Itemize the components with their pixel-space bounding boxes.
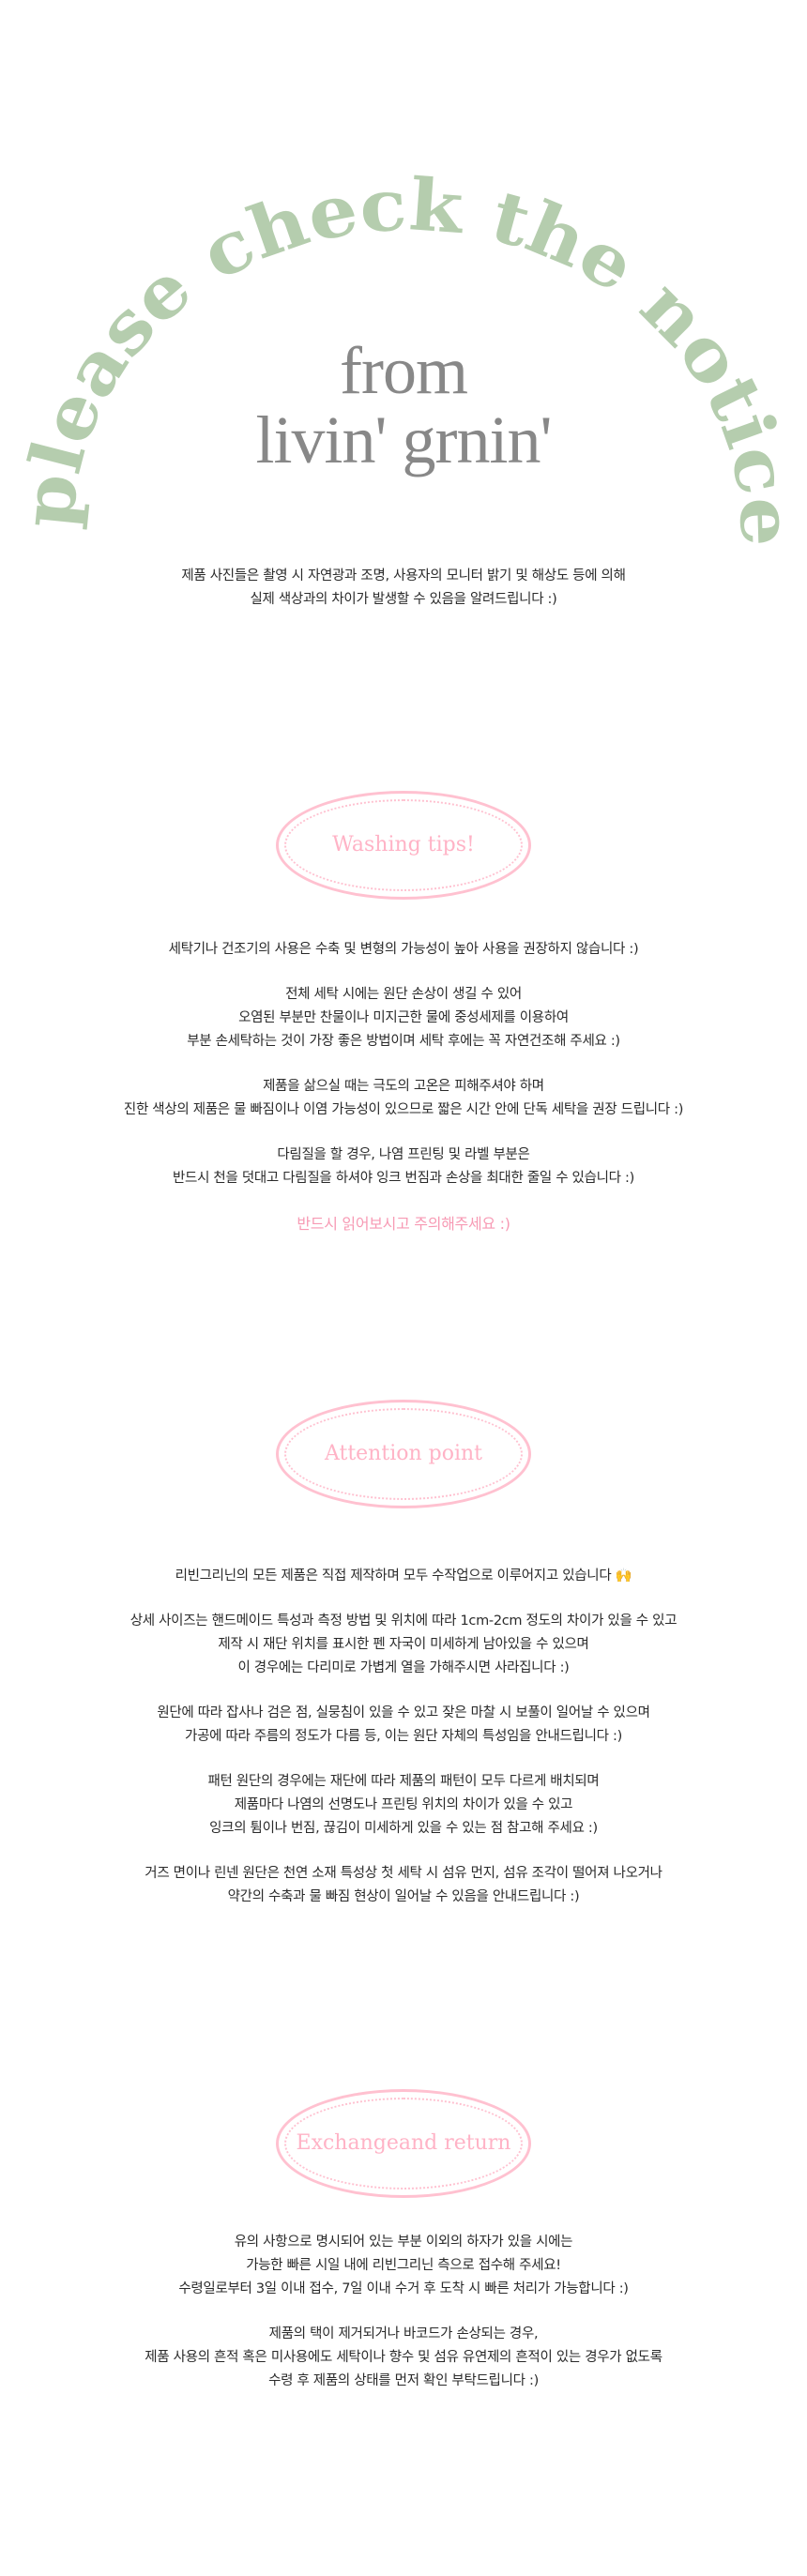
arc-title: please check the notice [6,162,807,547]
text-line: 패턴 원단의 경우에는 재단에 따라 제품의 패턴이 모두 다르게 배치되며 [207,1774,600,1789]
from-label: from [340,333,468,408]
text-line: 제품마다 나염의 선명도나 프린팅 위치의 차이가 있을 수 있고 [234,1797,573,1812]
exchange-section: 유의 사항으로 명시되어 있는 부분 이외의 하자가 있을 시에는 가능한 빠른… [0,2231,807,2393]
text-line: 상세 사이즈는 핸드메이드 특성과 측정 방법 및 위치에 따라 1cm-2cm… [129,1614,678,1629]
text-line: 세탁기나 건조기의 사용은 수축 및 변형의 가능성이 높아 사용을 권장하지 … [168,942,639,957]
text-line: 가공에 따라 주름의 정도가 다름 등, 이는 원단 자체의 특성임을 안내드립… [185,1729,622,1744]
text-line: 제품 사용의 흔적 혹은 미사용에도 세탁이나 향수 및 섬유 유연제의 흔적이… [145,2350,662,2365]
text-line: 부분 손세탁하는 것이 가장 좋은 방법이며 세탁 후에는 꼭 자연건조해 주세… [187,1034,620,1049]
text-line: 이 경우에는 다리미로 가볍게 열을 가해주시면 사라집니다 :) [237,1660,570,1675]
text-line: 오염된 부분만 찬물이나 미지근한 물에 중성세제를 이용하여 [238,1010,569,1025]
washing-section: 세탁기나 건조기의 사용은 수축 및 변형의 가능성이 높아 사용을 권장하지 … [0,938,807,1235]
text-line: 진한 색상의 제품은 물 빠짐이나 이염 가능성이 있으므로 짧은 시간 안에 … [123,1102,684,1117]
warning-text: 반드시 읽어보시고 주의해주세요 :) [297,1215,510,1233]
text-line: 수령 후 제품의 상태를 먼저 확인 부탁드립니다 :) [268,2373,539,2388]
attention-section: 리빈그리닌의 모든 제품은 직접 제작하며 모두 수작업으로 이루어지고 있습니… [0,1565,807,1909]
text-line: 거즈 면이나 린넨 원단은 천연 소재 특성상 첫 세탁 시 섬유 먼지, 섬유… [145,1866,662,1881]
brand-name: livin' grnin' [255,402,553,477]
text-line: 유의 사항으로 명시되어 있는 부분 이외의 하자가 있을 시에는 [234,2235,573,2250]
attention-point-badge: Attention point [276,1400,531,1508]
text-line: 원단에 따라 잡사나 검은 점, 실뭉침이 있을 수 있고 잦은 마찰 시 보풀… [157,1705,650,1720]
text-line: 제품의 택이 제거되거나 바코드가 손상되는 경우, [268,2326,539,2341]
text-line: 반드시 천을 덧대고 다림질을 하셔야 잉크 번짐과 손상을 최대한 줄일 수 … [173,1171,634,1186]
intro-line: 제품 사진들은 촬영 시 자연광과 조명, 사용자의 모니터 밝기 및 해상도 … [181,568,626,583]
badge-line: Exchange [296,2131,399,2155]
washing-tips-title: Washing tips! [332,833,475,856]
intro-line: 실제 색상과의 차이가 발생할 수 있음을 알려드립니다 :) [250,592,557,607]
text-line: 약간의 수축과 물 빠짐 현상이 일어날 수 있음을 안내드립니다 :) [227,1889,580,1904]
text-line: 전체 세탁 시에는 원단 손상이 생길 수 있어 [285,987,522,1002]
badge-line: and return [398,2131,511,2155]
text-line: 잉크의 튐이나 번짐, 끊김이 미세하게 있을 수 있는 점 참고해 주세요 :… [209,1821,598,1836]
text-line: 제작 시 재단 위치를 표시한 펜 자국이 미세하게 남아있을 수 있으며 [218,1637,589,1652]
intro-text: 제품 사진들은 촬영 시 자연광과 조명, 사용자의 모니터 밝기 및 해상도 … [0,565,807,612]
text-line: 수령일로부터 3일 이내 접수, 7일 이내 수거 후 도착 시 빠른 처리가 … [178,2281,629,2296]
washing-tips-badge: Washing tips! [276,791,531,900]
text-line: 다림질을 할 경우, 나염 프린팅 및 라벨 부분은 [277,1147,530,1162]
attention-point-title: Attention point [324,1442,483,1465]
text-line: 리빈그리닌의 모든 제품은 직접 제작하며 모두 수작업으로 이루어지고 있습니… [175,1568,632,1583]
text-line: 제품을 삶으실 때는 극도의 고온은 피해주셔야 하며 [263,1079,544,1094]
text-line: 가능한 빠른 시일 내에 리빈그리닌 측으로 접수해 주세요! [246,2258,561,2273]
